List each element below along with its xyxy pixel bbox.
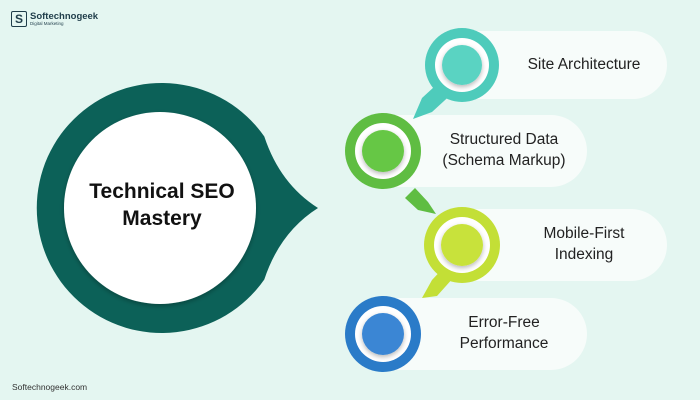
item-dot-1 — [442, 45, 482, 85]
item-label-3: Mobile-First Indexing — [505, 224, 663, 266]
footer-website: Softechnogeek.com — [12, 382, 88, 392]
brand-text: Softechnogeek Digital Marketing — [30, 10, 99, 27]
center-title-line2: Mastery — [122, 207, 202, 231]
center-disc — [64, 112, 256, 304]
connector-arrow-2 — [405, 188, 436, 214]
center-title: Technical SEO Mastery — [72, 178, 252, 233]
item-label-3-line2: Indexing — [554, 245, 614, 263]
item-dot-2 — [362, 130, 404, 172]
item-dot-3 — [441, 224, 483, 266]
brand-logo-group: S Softechnogeek Digital Marketing — [11, 11, 98, 27]
item-label-1: Site Architecture — [505, 55, 663, 76]
logo-icon: S — [11, 11, 27, 27]
item-label-4-line1: Error-Free — [468, 314, 540, 331]
center-title-line1: Technical SEO — [89, 180, 235, 203]
item-label-2: Structured Data (Schema Markup) — [425, 130, 583, 172]
item-label-2-line1: Structured Data — [449, 131, 559, 148]
item-label-1-line1: Site Architecture — [527, 56, 641, 73]
item-label-4-line2: Performance — [459, 334, 549, 352]
brand-name: Softechnogeek — [30, 10, 99, 22]
item-label-4: Error-Free Performance — [425, 313, 583, 355]
item-dot-4 — [362, 313, 404, 355]
item-label-2-line2: (Schema Markup) — [442, 151, 566, 169]
item-label-3-line1: Mobile-First — [543, 225, 625, 242]
brand-tagline: Digital Marketing — [30, 21, 64, 26]
